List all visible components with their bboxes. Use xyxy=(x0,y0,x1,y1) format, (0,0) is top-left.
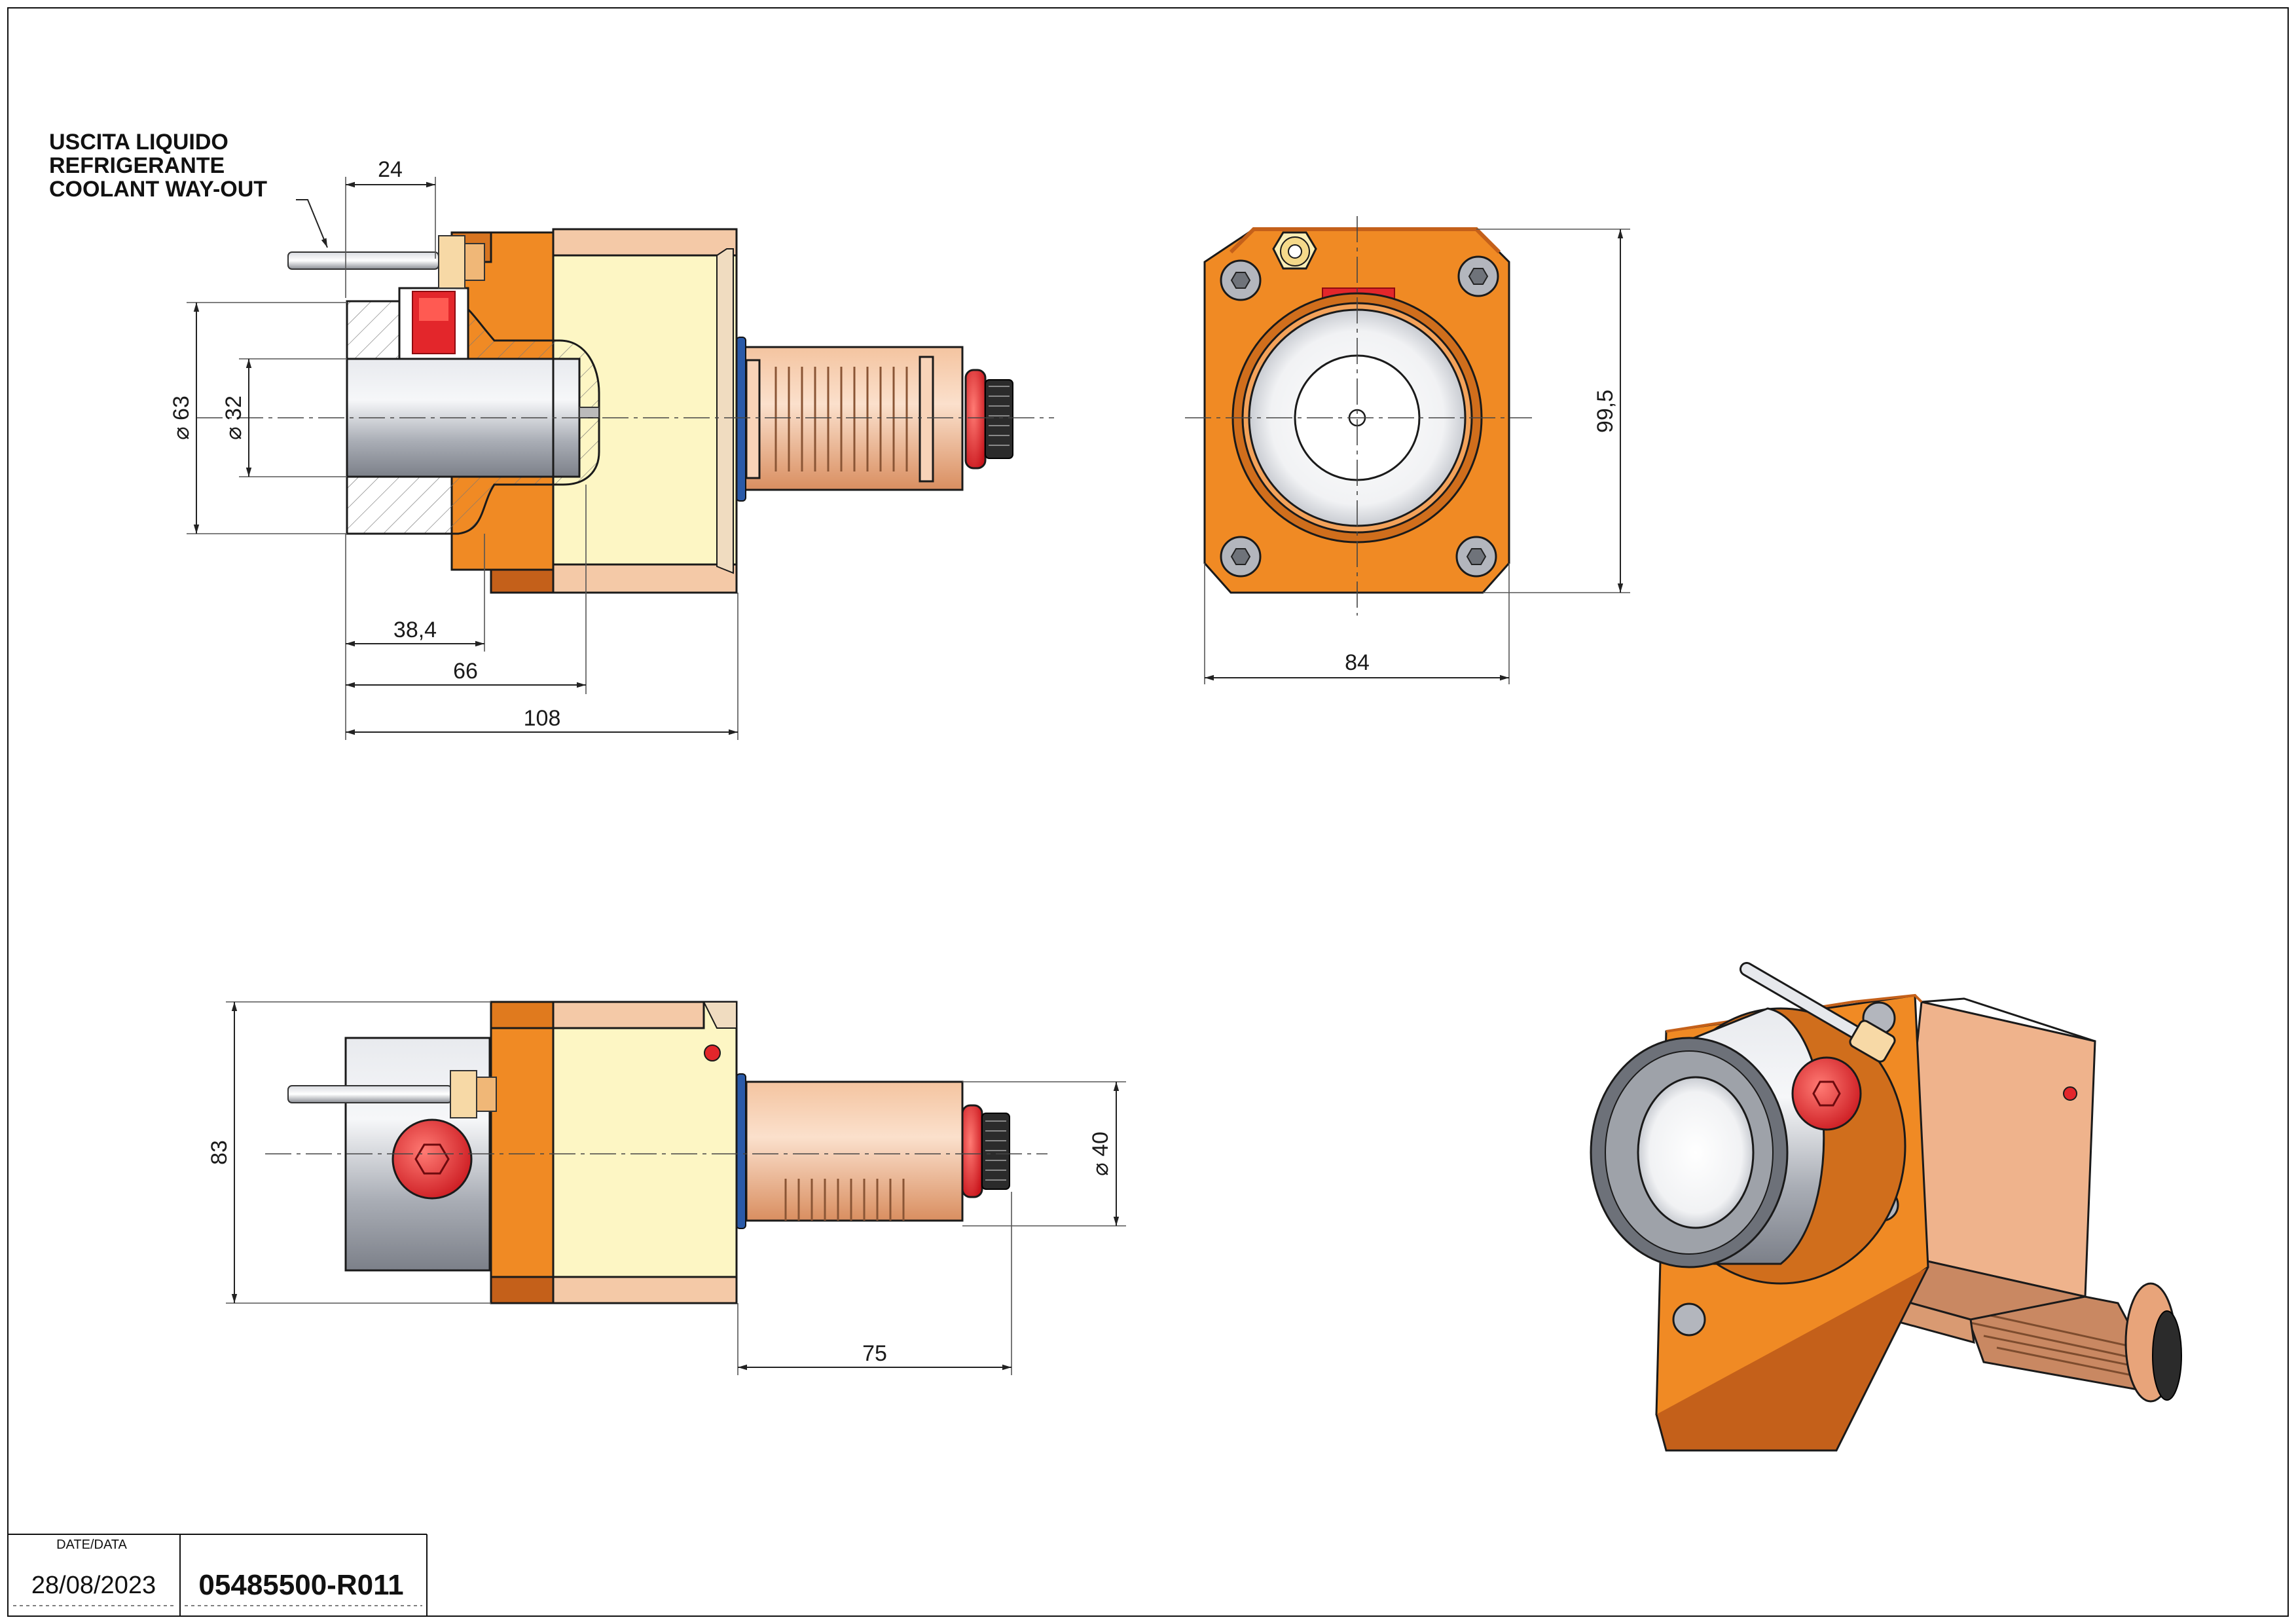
dim-83-label: 83 xyxy=(207,1140,232,1165)
spindle-threads xyxy=(774,367,908,471)
coolant-note-line1: USCITA LIQUIDO xyxy=(49,130,228,155)
dim-dia32-label: ⌀ 32 xyxy=(221,396,246,440)
coolant-note-line3: COOLANT WAY-OUT xyxy=(49,177,267,202)
dim-24-label: 24 xyxy=(378,157,403,182)
dim-99-5-label: 99,5 xyxy=(1593,390,1618,433)
dim-108-label: 108 xyxy=(524,706,561,731)
title-block: DATE/DATA 28/08/2023 05485500-R011 xyxy=(8,1534,428,1616)
drawing-code: 05485500-R011 xyxy=(198,1569,403,1601)
bottom-view: 83 ⌀ 40 75 xyxy=(207,1001,1126,1375)
dim-dia63-label: ⌀ 63 xyxy=(169,396,194,440)
dim-dia40-label: ⌀ 40 xyxy=(1088,1132,1113,1176)
dim-38-4-label: 38,4 xyxy=(393,618,437,642)
drawing-frame xyxy=(7,7,2289,1617)
dim-66-label: 66 xyxy=(453,659,478,684)
front-view: 99,5 84 xyxy=(1185,216,1630,684)
dim-84-label: 84 xyxy=(1345,650,1370,675)
dim-75-label: 75 xyxy=(862,1341,887,1366)
side-view: 24 ⌀ 63 ⌀ 32 38,4 66 108 xyxy=(169,157,1054,740)
isometric-view xyxy=(1590,962,2182,1452)
front-bolts xyxy=(1220,255,1499,578)
date-label: DATE/DATA xyxy=(56,1538,127,1552)
coolant-note-line2: REFRIGERANTE xyxy=(49,153,225,178)
date-value: 28/08/2023 xyxy=(31,1572,156,1599)
